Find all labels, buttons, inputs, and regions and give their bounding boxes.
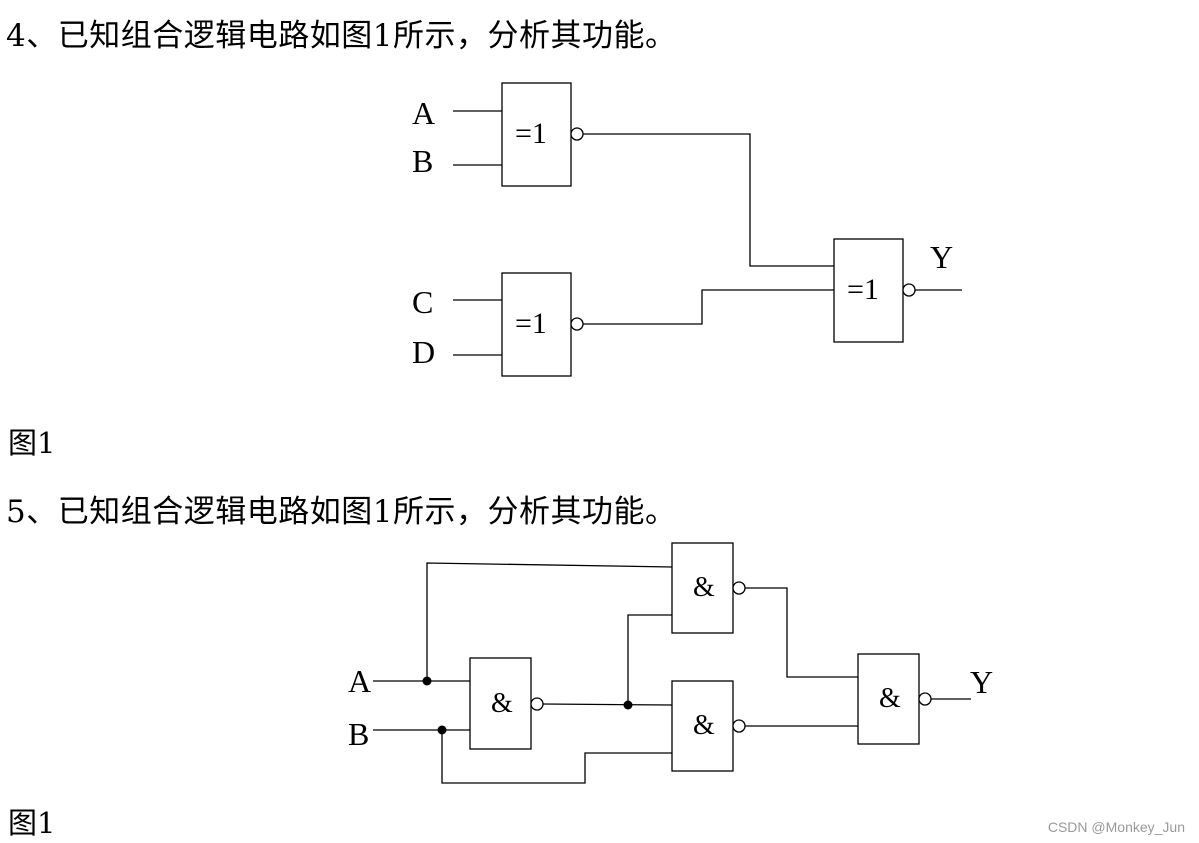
- question-4-heading: 4、已知组合逻辑电路如图1所示，分析其功能。: [6, 18, 677, 54]
- junction-dot: [422, 676, 432, 686]
- inversion-bubble: [732, 581, 746, 595]
- output-label-y: Y: [970, 664, 993, 700]
- wire-a-to-top-gate: [426, 562, 673, 681]
- gate-symbol: &: [491, 688, 513, 719]
- question-5-heading: 5、已知组合逻辑电路如图1所示，分析其功能。: [6, 494, 677, 530]
- inversion-bubble: [570, 317, 584, 331]
- wire-top-to-output-gate: [745, 587, 858, 678]
- nand-gate-output: [857, 653, 920, 745]
- figure-2-caption: 图1: [8, 806, 56, 840]
- gate-symbol: &: [693, 572, 715, 603]
- wire-ab-to-output-gate: [583, 133, 834, 267]
- inversion-bubble: [570, 127, 584, 141]
- input-label-a: A: [348, 663, 371, 699]
- output-label-y: Y: [930, 239, 953, 275]
- gate-symbol: =1: [515, 307, 547, 340]
- input-label-b: B: [348, 716, 369, 752]
- input-label-d: D: [412, 334, 435, 370]
- xnor-gate-output: [833, 238, 904, 343]
- xnor-gate-cd: [501, 272, 572, 377]
- gate-symbol: =1: [847, 273, 879, 306]
- inversion-bubble: [530, 697, 544, 711]
- gate-symbol: &: [693, 710, 715, 741]
- junction-dot: [437, 725, 447, 735]
- wire-b-to-bottom-gate: [441, 730, 672, 784]
- wire-first-gate-output: [542, 703, 673, 706]
- input-label-c: C: [412, 284, 433, 320]
- gate-symbol: =1: [515, 117, 547, 150]
- wire-branch-to-top-gate: [627, 614, 672, 705]
- nand-gate-bottom: [671, 680, 734, 772]
- inversion-bubble: [902, 283, 916, 297]
- figure-1-caption: 图1: [8, 426, 56, 460]
- wire-cd-to-output-gate: [583, 289, 834, 325]
- xnor-gate-ab: [501, 82, 572, 187]
- inversion-bubble: [918, 692, 932, 706]
- inversion-bubble: [732, 719, 746, 733]
- watermark: CSDN @Monkey_Jun: [1047, 819, 1185, 835]
- input-label-b: B: [412, 143, 433, 179]
- input-label-a: A: [412, 95, 435, 131]
- gate-symbol: &: [879, 683, 901, 714]
- junction-dot: [623, 700, 633, 710]
